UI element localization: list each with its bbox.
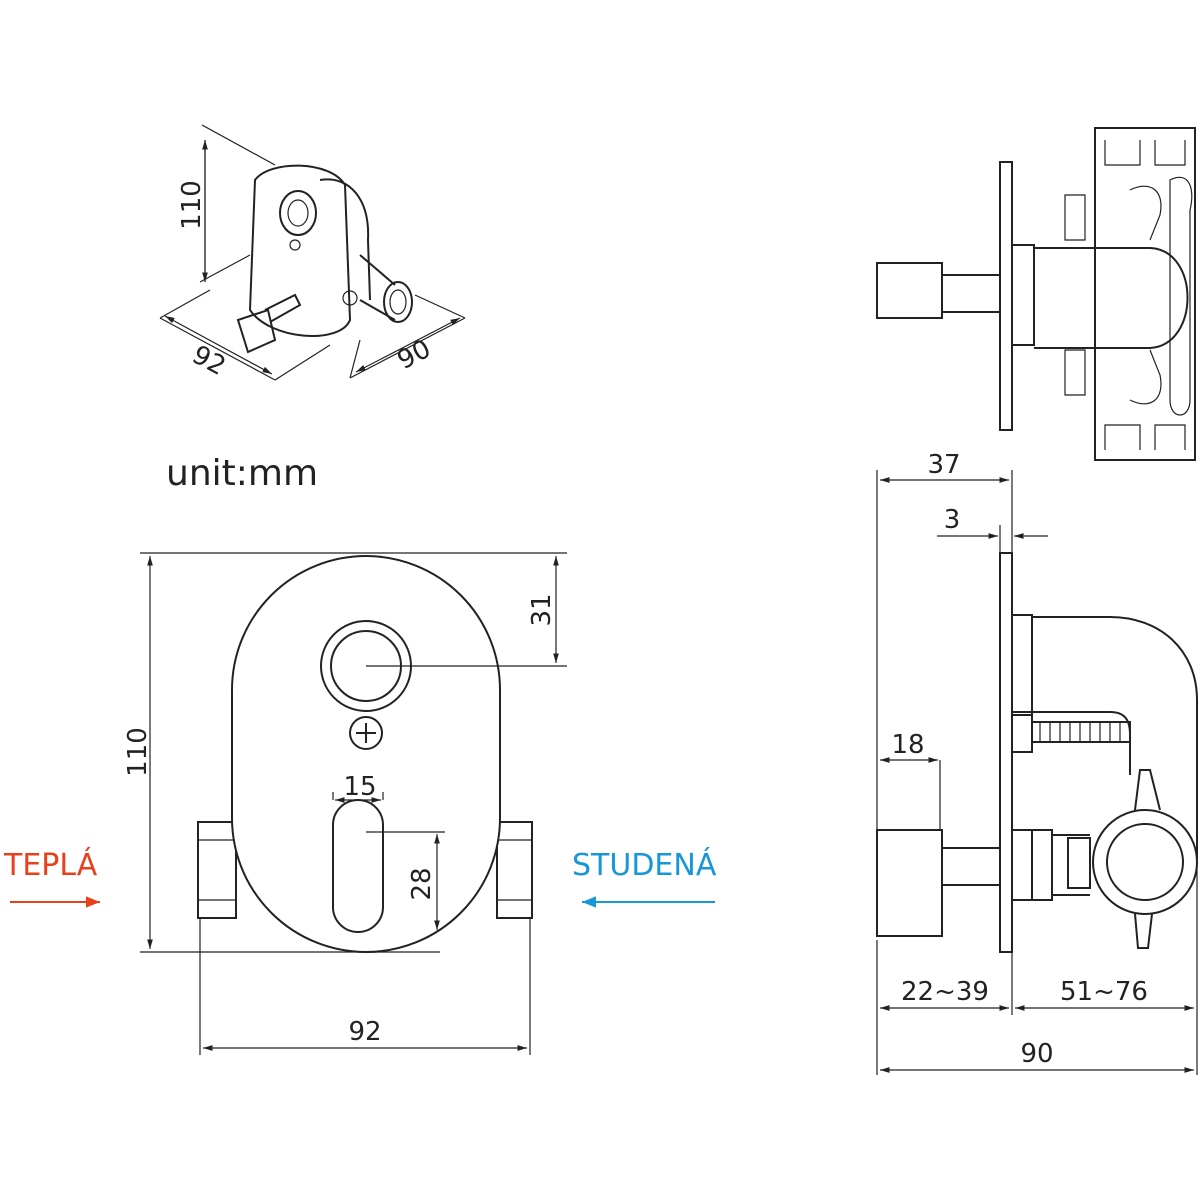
iso-height-dim: 110 (177, 180, 207, 230)
handle-length-dim: 18 (891, 730, 924, 760)
handle-depth-dim: 37 (927, 450, 960, 480)
cold-inlet-label: STUDENÁ (572, 848, 717, 883)
hot-inlet-label: TEPLÁ (4, 848, 98, 883)
iso-depth-dim: 90 (393, 334, 436, 376)
front-height-dim: 110 (123, 727, 153, 777)
center-offset-dim: 31 (527, 593, 557, 626)
unit-label: unit:mm (166, 453, 318, 494)
slot-height-dim: 28 (407, 867, 437, 900)
wall-range-front-dim: 22~39 (901, 977, 989, 1007)
side-view-top (876, 127, 1196, 461)
side-view-section: 37 3 18 22~39 51~76 90 (876, 450, 1198, 1075)
total-depth-dim: 90 (1020, 1039, 1053, 1069)
iso-width-dim: 92 (187, 340, 230, 382)
front-view: 31 110 15 28 92 (123, 552, 567, 1055)
slot-width-dim: 15 (343, 772, 376, 802)
plate-thickness-dim: 3 (944, 505, 961, 535)
isometric-view: 110 92 90 (159, 124, 466, 382)
front-width-dim: 92 (348, 1017, 381, 1047)
wall-range-back-dim: 51~76 (1060, 977, 1148, 1007)
